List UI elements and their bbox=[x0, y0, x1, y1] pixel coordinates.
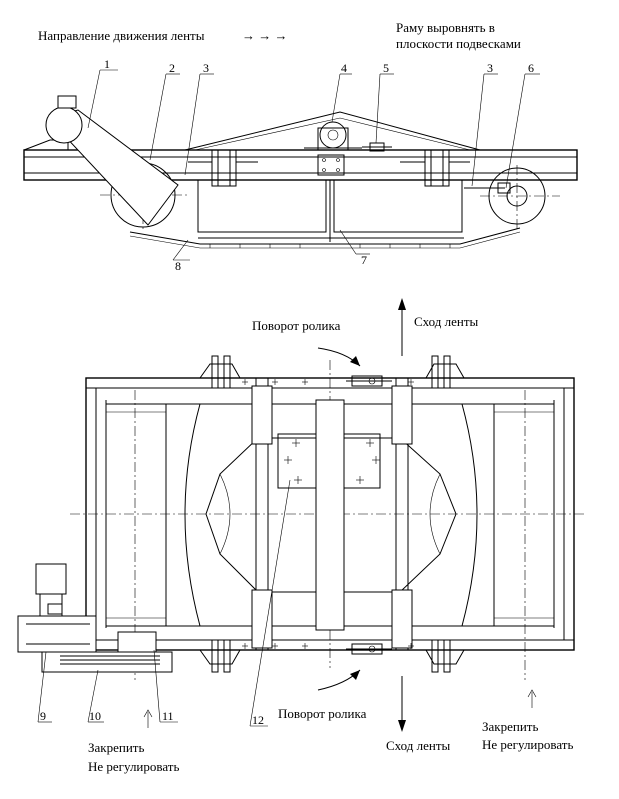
fix-right-label-2: Не регулировать bbox=[482, 737, 573, 752]
fix-left-label-2: Не регулировать bbox=[88, 759, 179, 774]
bottom-brackets bbox=[199, 639, 465, 673]
cross-beam-left bbox=[255, 377, 269, 651]
beam-clamps bbox=[188, 149, 470, 187]
callout-3b: 3 bbox=[487, 61, 493, 75]
direction-arrows: → → → bbox=[242, 28, 288, 43]
callout-1: 1 bbox=[104, 57, 110, 71]
labels: Направление движения ленты → → → Раму вы… bbox=[38, 20, 573, 774]
magnet-block-right bbox=[333, 179, 463, 233]
callout-5: 5 bbox=[383, 61, 389, 75]
roller-turn-label-top: Поворот ролика bbox=[252, 318, 341, 333]
fix-left-label-1: Закрепить bbox=[88, 740, 144, 755]
tail-drum-plan bbox=[493, 403, 555, 627]
frame-align-label-1: Раму выровнять в bbox=[396, 20, 495, 35]
callout-3a: 3 bbox=[203, 61, 209, 75]
drive-drum bbox=[45, 95, 190, 232]
belt-exit-label-top: Сход ленты bbox=[414, 314, 479, 329]
belt-direction-label: Направление движения ленты bbox=[38, 28, 205, 43]
callout-leaders-top bbox=[87, 69, 540, 261]
callout-8: 8 bbox=[175, 259, 181, 273]
magnet-block-left bbox=[197, 179, 327, 233]
belt-lower bbox=[129, 227, 521, 245]
callout-4: 4 bbox=[341, 61, 347, 75]
fix-right-label-1: Закрепить bbox=[482, 719, 538, 734]
callout-10: 10 bbox=[89, 709, 101, 723]
plan-view bbox=[17, 298, 585, 732]
belt-left-curve bbox=[166, 403, 201, 627]
callout-7: 7 bbox=[361, 253, 367, 267]
callout-leaders-bottom bbox=[37, 479, 291, 727]
frame-align-label-2: плоскости подвесками bbox=[396, 36, 521, 51]
drive-drum-plan bbox=[105, 403, 167, 627]
hood bbox=[184, 111, 481, 151]
motor-assembly bbox=[17, 563, 173, 673]
side-view bbox=[23, 69, 578, 261]
callout-6: 6 bbox=[528, 61, 534, 75]
belt-exit-label-bottom: Сход ленты bbox=[386, 738, 451, 753]
callout-2: 2 bbox=[169, 61, 175, 75]
callout-9: 9 bbox=[40, 709, 46, 723]
top-brackets bbox=[199, 355, 465, 389]
roller-turn-label-bottom: Поворот ролика bbox=[278, 706, 367, 721]
callout-11: 11 bbox=[162, 709, 174, 723]
cross-beam-right bbox=[395, 377, 409, 651]
tail-drum bbox=[464, 165, 560, 230]
callout-12: 12 bbox=[252, 713, 264, 727]
center-drum bbox=[319, 121, 347, 149]
